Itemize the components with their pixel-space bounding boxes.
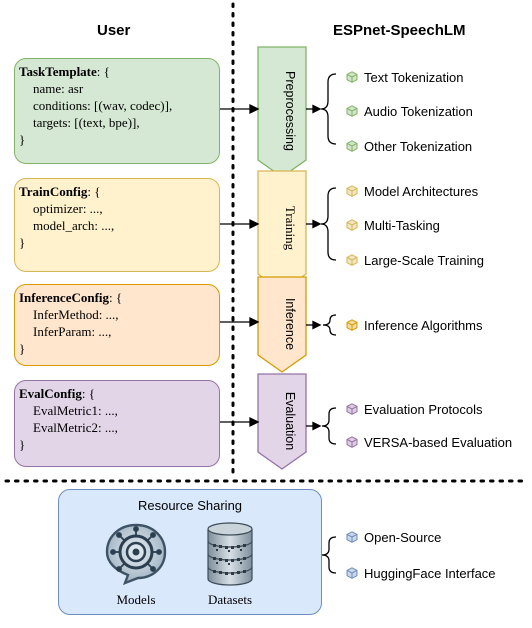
- feature-item: VERSA-based Evaluation: [346, 435, 512, 450]
- eval-config-open: : {: [81, 386, 95, 401]
- models-label: Models: [116, 592, 156, 607]
- stage-label-training: Training: [283, 206, 298, 251]
- feature-item: Model Architectures: [346, 184, 478, 199]
- stage-evaluation: Evaluation: [257, 373, 307, 470]
- user-header: User: [97, 22, 131, 39]
- feature-item: Large-Scale Training: [346, 253, 484, 268]
- inference-config-name: InferenceConfig: [19, 290, 110, 305]
- train-config-name: TrainConfig: [19, 184, 88, 199]
- cube-icon: [346, 436, 358, 448]
- inference-config-open: : {: [109, 290, 123, 305]
- stage-label-preprocessing: Preprocessing: [283, 71, 297, 151]
- cube-icon: [346, 567, 358, 579]
- brace-inference: [322, 314, 337, 336]
- train-close: }: [19, 235, 26, 250]
- task-template-open: : {: [96, 64, 110, 79]
- task-line: targets: [(text, bpe)],: [33, 115, 140, 130]
- brace-training: [320, 187, 337, 261]
- feature-item: Open-Source: [346, 530, 441, 545]
- eval-line: EvalMetric1: ...,: [33, 403, 118, 418]
- eval-config-header: EvalConfig: {: [19, 385, 219, 402]
- cube-icon: [346, 140, 358, 152]
- feature-item: Inference Algorithms: [346, 318, 483, 333]
- task-line: name: asr: [33, 81, 84, 96]
- cube-icon: [346, 319, 358, 331]
- feature-item: Evaluation Protocols: [346, 402, 483, 417]
- cube-icon: [346, 254, 358, 266]
- task-close: }: [19, 132, 26, 147]
- task-line: conditions: [(wav, codec)],: [33, 98, 173, 113]
- cube-icon: [346, 185, 358, 197]
- feature-item: Audio Tokenization: [346, 104, 473, 119]
- brace-preprocessing: [320, 73, 337, 145]
- task-template-box: TaskTemplate: { name: asr conditions: [(…: [14, 58, 220, 164]
- train-config-header: TrainConfig: {: [19, 183, 219, 200]
- cube-icon: [346, 105, 358, 117]
- inference-close: }: [19, 341, 26, 356]
- eval-line: EvalMetric2: ...,: [33, 420, 118, 435]
- eval-config-name: EvalConfig: [19, 386, 82, 401]
- inference-config-header: InferenceConfig: {: [19, 289, 219, 306]
- feature-item: Multi-Tasking: [346, 218, 440, 233]
- models-icon: [105, 523, 167, 586]
- eval-config-box: EvalConfig: { EvalMetric1: ..., EvalMetr…: [14, 380, 220, 467]
- feature-item: HuggingFace Interface: [346, 566, 496, 581]
- brace-resource: [321, 536, 337, 574]
- inference-line: InferParam: ...,: [33, 324, 112, 339]
- cube-icon: [346, 71, 358, 83]
- stage-label-evaluation: Evaluation: [283, 392, 297, 450]
- task-template-header: TaskTemplate: {: [19, 63, 219, 80]
- eval-close: }: [19, 437, 26, 452]
- task-template-name: TaskTemplate: [19, 64, 97, 79]
- stage-preprocessing: Preprocessing: [257, 46, 307, 178]
- cube-icon: [346, 403, 358, 415]
- inference-config-box: InferenceConfig: { InferMethod: ..., Inf…: [14, 284, 220, 366]
- cube-icon: [346, 531, 358, 543]
- espnet-header: ESPnet-SpeechLM: [333, 22, 466, 39]
- feature-item: Other Tokenization: [346, 139, 472, 154]
- datasets-icon: [207, 522, 253, 586]
- stage-label-inference: Inference: [283, 298, 297, 350]
- brace-evaluation: [321, 407, 337, 445]
- feature-item: Text Tokenization: [346, 70, 464, 85]
- resource-sharing-title: Resource Sharing: [137, 498, 243, 513]
- stage-inference: Inference: [257, 276, 307, 373]
- resource-sharing-box: Resource Sharing Mode: [58, 489, 322, 615]
- train-line: optimizer: ...,: [33, 201, 103, 216]
- feature-braces: [320, 73, 337, 574]
- stage-training: Training: [257, 170, 307, 292]
- train-config-box: TrainConfig: { optimizer: ..., model_arc…: [14, 178, 220, 272]
- train-line: model_arch: ...,: [33, 218, 115, 233]
- inference-line: InferMethod: ...,: [33, 307, 119, 322]
- cube-icon: [346, 219, 358, 231]
- train-config-open: : {: [87, 184, 101, 199]
- datasets-label: Datasets: [207, 592, 253, 607]
